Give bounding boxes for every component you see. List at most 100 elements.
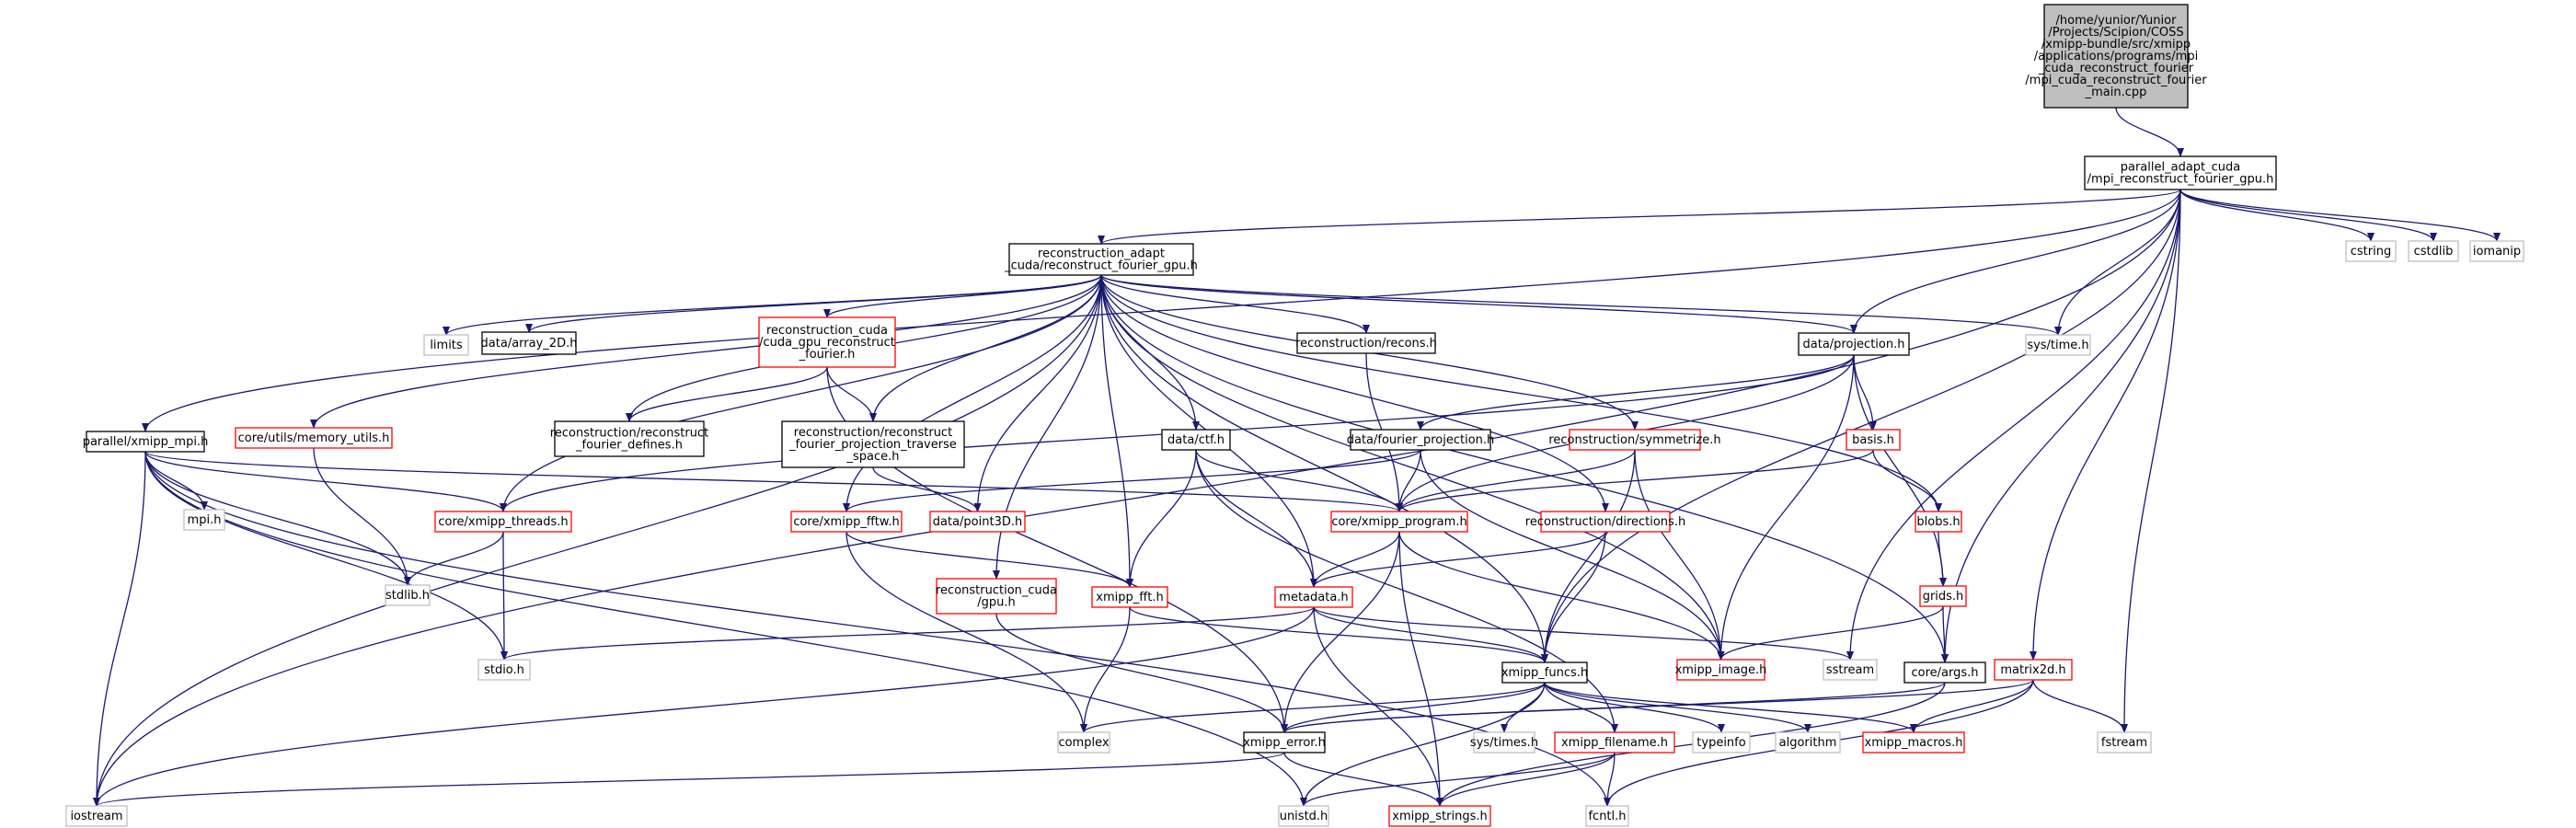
- node-main[interactable]: /home/yunior/Yunior/Projects/Scipion/COS…: [2025, 4, 2207, 109]
- edge-matrix2d-to-xmipp_error: [1281, 679, 2034, 733]
- edge-xmipp_funcs-to-complex: [1080, 682, 1546, 733]
- edge-xmipp_fftw-to-xmipp_fft: [845, 531, 1133, 588]
- node-box: [1692, 731, 1751, 753]
- node-matrix2d[interactable]: matrix2d.h: [1994, 659, 2073, 681]
- node-cuda_gpu[interactable]: reconstruction_cuda/gpu.h: [936, 578, 1057, 615]
- edge-xmipp_threads-to-stdlib: [404, 531, 504, 586]
- node-label-line: /mpi_cuda_reconstruct_fourier: [2025, 74, 2207, 87]
- node-basis[interactable]: basis.h: [1846, 429, 1901, 451]
- edge-symmetrize-to-xmipp_program: [1396, 449, 1636, 512]
- node-parallel_adapt_cuda[interactable]: parallel_adapt_cuda/mpi_reconstruct_four…: [2084, 155, 2277, 190]
- node-grids[interactable]: grids.h: [1919, 585, 1967, 607]
- node-box: [2345, 240, 2397, 262]
- node-label-line: parallel_adapt_cuda: [2121, 161, 2241, 175]
- node-label-line: reconstruction_adapt: [1038, 247, 1165, 261]
- edge-ctf-to-xmipp_program: [1195, 449, 1403, 512]
- node-label-line: stdlib.h: [385, 589, 430, 603]
- node-label-line: xmipp_filename.h: [1561, 736, 1668, 750]
- edge-directions-to-xmipp_funcs: [1541, 531, 1606, 663]
- node-label-line: matrix2d.h: [2000, 663, 2065, 677]
- edge-xmipp_fftw-to-complex: [845, 531, 1087, 733]
- node-label-line: /Projects/Scipion/COSS: [2048, 26, 2183, 40]
- node-symmetrize[interactable]: reconstruction/symmetrize.h: [1548, 429, 1721, 451]
- node-box: [481, 331, 577, 355]
- node-fourier_projection[interactable]: data/fourier_projection.h: [1347, 429, 1495, 451]
- node-box: [385, 584, 431, 606]
- node-box: [781, 420, 965, 468]
- node-xmipp_fft[interactable]: xmipp_fft.h: [1091, 586, 1168, 608]
- edge-metadata-to-xmipp_strings: [1313, 606, 1443, 807]
- node-xmipp_image[interactable]: xmipp_image.h: [1675, 659, 1767, 681]
- node-box: [1676, 659, 1765, 681]
- node-xmipp_program[interactable]: core/xmipp_program.h: [1330, 511, 1468, 533]
- edge-matrix2d-to-xmipp_macros: [1910, 679, 2034, 733]
- node-box: [1862, 731, 1965, 753]
- node-label-line: reconstruction/reconstruct: [794, 426, 952, 440]
- edge-metadata-to-xmipp_funcs: [1313, 606, 1548, 663]
- node-label-line: mpi.h: [188, 513, 222, 527]
- node-xmipp_mpi[interactable]: parallel/xmipp_mpi.h: [83, 431, 209, 453]
- node-metadata[interactable]: metadata.h: [1274, 586, 1353, 608]
- node-box: [1296, 332, 1436, 354]
- edge-symmetrize-to-xmipp_funcs: [1541, 449, 1636, 663]
- node-blobs[interactable]: blobs.h: [1915, 511, 1962, 533]
- node-box: [1473, 731, 1535, 753]
- node-box: [1278, 805, 1329, 827]
- node-xmipp_macros[interactable]: xmipp_macros.h: [1862, 731, 1965, 753]
- node-xmipp_error[interactable]: xmipp_error.h: [1243, 731, 1326, 753]
- edge-xmipp_filename-to-xmipp_strings: [1436, 752, 1616, 807]
- node-box: [1274, 586, 1353, 608]
- node-label-line: /mpi_reconstruct_fourier_gpu.h: [2087, 173, 2274, 187]
- node-systime: sys/time.h: [2025, 334, 2091, 356]
- node-box: [758, 316, 896, 368]
- edge-reconstruction_adapt_cuda-to-directions: [1100, 274, 1609, 512]
- node-box: [1554, 731, 1675, 753]
- node-limits: limits: [423, 334, 469, 356]
- edge-directions-to-metadata: [1310, 531, 1606, 588]
- node-recons[interactable]: reconstruction/recons.h: [1295, 332, 1437, 354]
- node-cuda_gpu_rf[interactable]: reconstruction_cuda/cuda_gpu_reconstruct…: [758, 316, 896, 368]
- edge-xmipp_program-to-xmipp_image: [1398, 531, 1725, 661]
- node-box: [86, 431, 205, 453]
- node-box: [434, 511, 572, 533]
- edge-grids-to-xmipp_image: [1717, 605, 1944, 661]
- node-xmipp_threads[interactable]: core/xmipp_threads.h: [434, 511, 572, 533]
- edge-reconstruction_adapt_cuda-to-core_args: [1100, 274, 1949, 663]
- node-rf_proj_traverse[interactable]: reconstruction/reconstruct_fourier_proje…: [781, 420, 965, 468]
- node-label-line: _fourier_projection_traverse: [788, 438, 957, 452]
- node-xmipp_filename[interactable]: xmipp_filename.h: [1554, 731, 1675, 753]
- node-label-line: xmipp_strings.h: [1392, 810, 1487, 823]
- node-rf_defines[interactable]: reconstruction/reconstruct_fourier_defin…: [550, 420, 708, 457]
- node-box: [1585, 805, 1629, 827]
- node-label-line: xmipp_macros.h: [1865, 736, 1963, 750]
- node-array2d[interactable]: data/array_2D.h: [481, 331, 578, 355]
- node-ctf[interactable]: data/ctf.h: [1161, 429, 1231, 451]
- node-label-line: data/ctf.h: [1167, 433, 1225, 447]
- node-fcntl: fcntl.h: [1585, 805, 1629, 827]
- node-label-line: algorithm: [1779, 736, 1837, 750]
- edge-reconstruction_adapt_cuda-to-cuda_gpu_rf: [823, 274, 1102, 318]
- node-reconstruction_adapt_cuda[interactable]: reconstruction_adapt_cuda/reconstruct_fo…: [1004, 243, 1198, 276]
- node-xmipp_funcs[interactable]: xmipp_funcs.h: [1501, 661, 1588, 684]
- node-core_args[interactable]: core/args.h: [1903, 661, 1986, 684]
- node-xmipp_strings[interactable]: xmipp_strings.h: [1388, 805, 1491, 827]
- edge-parallel_adapt_cuda-to-iostream: [93, 189, 2181, 807]
- edge-reconstruction_adapt_cuda-to-systime: [1100, 274, 2062, 336]
- node-label-line: xmipp_image.h: [1675, 663, 1767, 677]
- node-label-line: /applications/programs/mpi: [2034, 50, 2198, 63]
- node-label-line: _space.h: [845, 450, 899, 464]
- node-memory_utils[interactable]: core/utils/memory_utils.h: [235, 427, 393, 449]
- node-xmipp_fftw[interactable]: core/xmipp_fftw.h: [790, 511, 903, 533]
- node-directions[interactable]: reconstruction/directions.h: [1525, 511, 1685, 533]
- edge-xmipp_funcs-to-unistd: [1300, 682, 1546, 807]
- node-point3d[interactable]: data/point3D.h: [929, 511, 1026, 533]
- node-label-line: limits: [430, 339, 463, 352]
- node-projection[interactable]: data/projection.h: [1798, 332, 1910, 356]
- node-label-line: _cuda_reconstruct_fourier: [2038, 62, 2194, 75]
- node-cstring: cstring: [2345, 240, 2397, 262]
- edge-reconstruction_adapt_cuda-to-xmipp_fft: [1100, 274, 1133, 588]
- edge-reconstruction_adapt_cuda-to-xmipp_funcs: [1100, 274, 1548, 663]
- node-label-line: /xmipp-bundle/src/xmipp: [2041, 38, 2191, 52]
- edge-cuda_gpu_rf-to-rf_proj_traverse: [826, 366, 877, 422]
